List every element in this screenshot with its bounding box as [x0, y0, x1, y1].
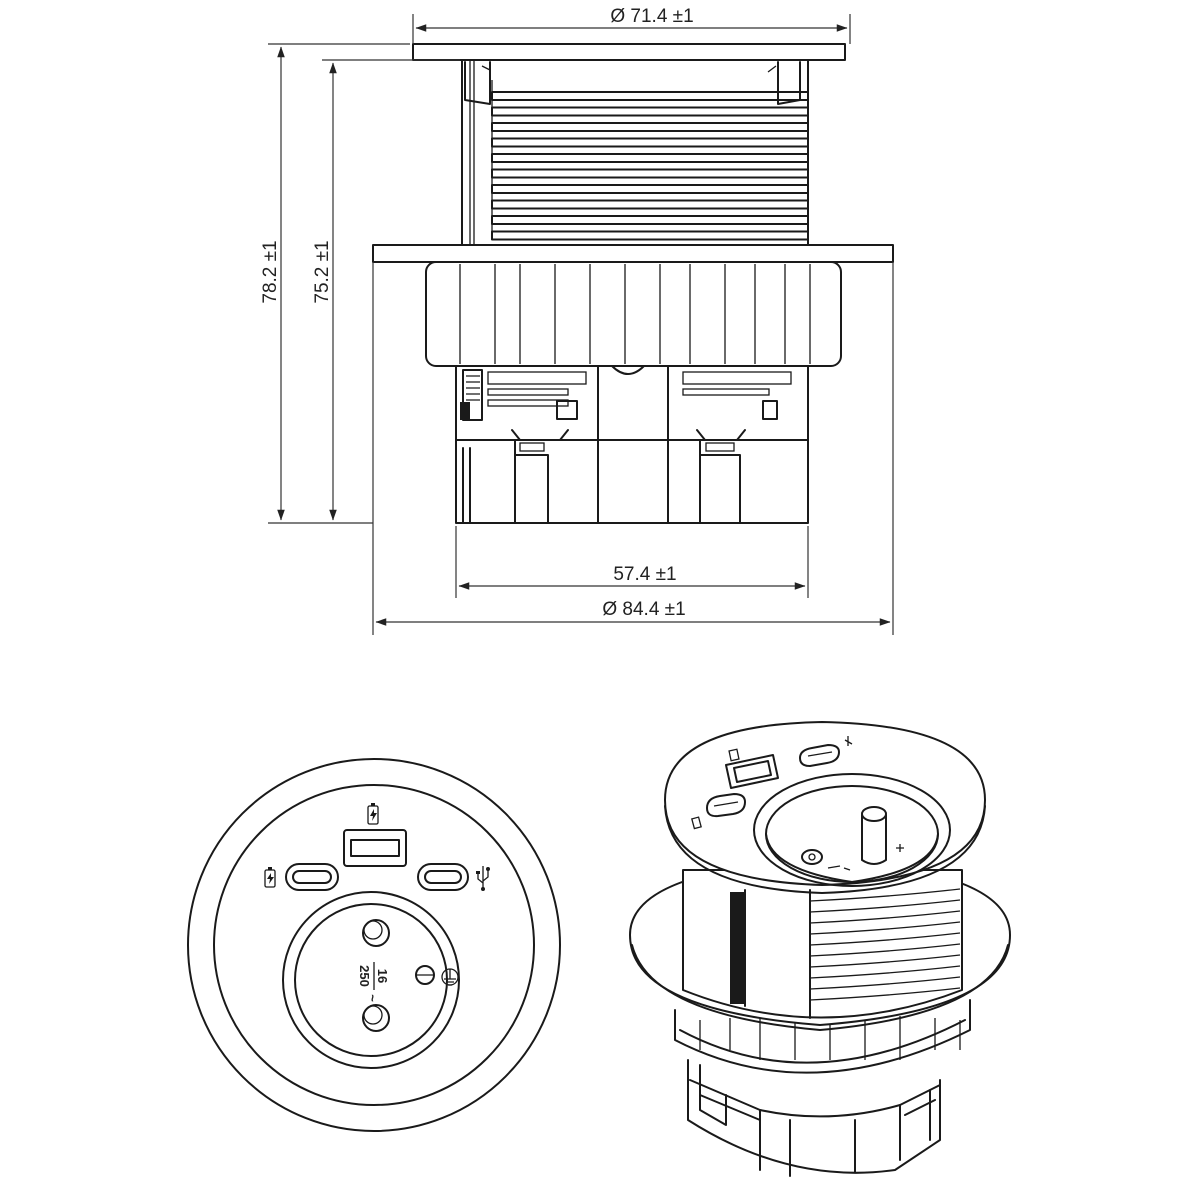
- dimension-body-height: 75.2 ±1: [312, 59, 460, 521]
- perspective-lower-housing: [674, 999, 971, 1074]
- bottom-width-label: 57.4 ±1: [613, 564, 676, 585]
- upper-body: [461, 59, 809, 246]
- dimension-bottom-width: 57.4 ±1: [455, 526, 809, 598]
- side-elevation-view: [372, 43, 894, 524]
- socket-recess: [294, 903, 448, 1057]
- perspective-top-cap: [664, 721, 986, 886]
- dimension-flange-diameter: Ø 84.4 ±1: [372, 262, 894, 635]
- usb-a-port: [343, 829, 407, 867]
- rating-volts: 250: [357, 965, 372, 987]
- perspective-view: [629, 721, 1011, 1177]
- flange-outline: [187, 758, 561, 1132]
- battery-bolt-icon: [367, 803, 379, 825]
- socket-pin-hole-top: [362, 919, 390, 947]
- perspective-socket-outline: [753, 773, 951, 887]
- perspective-usb-c-port-right: [799, 744, 840, 767]
- rating-ac: ~: [365, 994, 380, 1002]
- base-block: [455, 365, 809, 524]
- total-height-label: 78.2 ±1: [260, 240, 281, 303]
- usb-c-port-right: [417, 863, 469, 891]
- top-diameter-label: Ø 71.4 ±1: [610, 6, 693, 27]
- battery-bolt-icon: [264, 867, 276, 888]
- ribbed-cylinder: [491, 80, 809, 241]
- dimension-top-diameter: Ø 71.4 ±1: [412, 6, 851, 44]
- socket-rating: 16 250 ~: [357, 962, 390, 1002]
- top-plan-view: 16 250 ~: [187, 758, 561, 1132]
- usb-icon: [476, 866, 490, 891]
- perspective-usb-c-port-left: [706, 793, 746, 818]
- perspective-usb-a-port: [725, 754, 779, 789]
- perspective-base: [687, 1059, 941, 1174]
- cap-outline: [213, 784, 535, 1106]
- flange-diameter-label: Ø 84.4 ±1: [602, 599, 685, 620]
- earth-ground-icon: [441, 968, 459, 986]
- socket-pin-hole-bottom: [362, 1004, 390, 1032]
- flange: [372, 244, 894, 263]
- cap-clips: [464, 61, 801, 105]
- body-height-label: 75.2 ±1: [312, 240, 333, 303]
- usb-c-port-left: [285, 863, 339, 891]
- top-cap: [412, 43, 846, 61]
- perspective-earth-pin: [861, 814, 887, 865]
- dimension-total-height: 78.2 ±1: [260, 43, 410, 524]
- rating-amps: 16: [375, 969, 390, 983]
- socket-outline: [282, 891, 460, 1069]
- lower-housing: [425, 261, 842, 367]
